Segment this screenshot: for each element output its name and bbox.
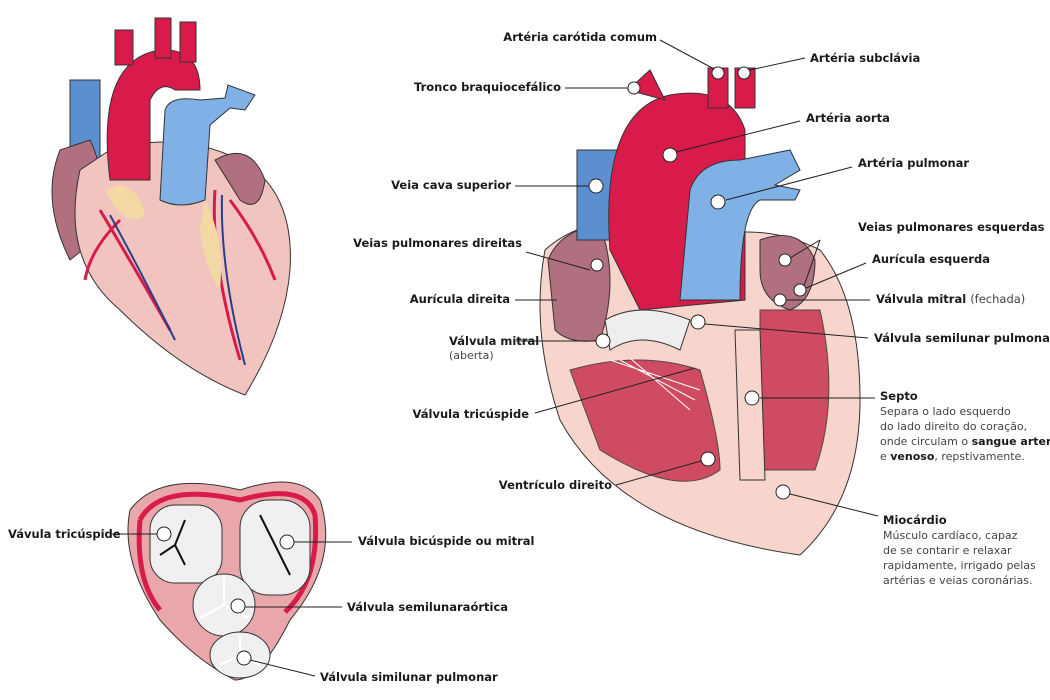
septum-desc-line: do lado direito do coração, [880, 420, 1028, 433]
septum-desc-text: onde circulam o [880, 435, 972, 448]
label-myocardium: Miocárdio [883, 513, 947, 527]
septum-desc-bold: sangue arterial [971, 435, 1050, 448]
mitral-closed-note: (fechada) [970, 292, 1026, 306]
external-heart [51, 17, 291, 396]
label-tricuspid: Válvula tricúspide [412, 407, 529, 421]
myocardium-desc-line: de se contarir e relaxar [883, 544, 1012, 557]
septum-desc-text: , repstivamente. [934, 450, 1025, 463]
label-brachiocephalic: Tronco braquiocefálico [414, 80, 561, 94]
label-bottom-tricuspid: Vávula tricúspide [8, 527, 121, 541]
myocardium-desc-line: rapidamente, irrigado pelas [883, 559, 1036, 572]
label-pulmonary-artery: Artéria pulmonar [858, 156, 970, 170]
myocardium-desc-line: artérias e veias coronárias. [883, 574, 1033, 587]
label-left-auricle: Aurícula esquerda [872, 252, 990, 266]
label-right-auricle: Aurícula direita [409, 292, 510, 306]
leader-lines [110, 39, 879, 677]
septum-desc-bold: venoso [890, 450, 935, 463]
label-carotid: Artéria carótida comum [503, 30, 657, 44]
mitral-closed-name: Válvula mitral [876, 292, 967, 306]
label-right-ventricle: Ventrículo direito [498, 478, 612, 492]
septum-description: Separa o lado esquerdo do lado direito d… [880, 404, 1050, 464]
label-aorta: Artéria aorta [806, 111, 890, 125]
label-subclavian: Artéria subclávia [810, 51, 921, 65]
label-septum: Septo [880, 389, 918, 403]
label-bottom-aortic: Válvula semilunaraórtica [347, 600, 509, 614]
label-mitral-closed: Válvula mitral (fechada) [876, 292, 1025, 306]
myocardium-desc-line: Músculo cardíaco, capaz [883, 529, 1018, 542]
septum-desc-text: e [880, 450, 891, 463]
label-bottom-mitral: Válvula bicúspide ou mitral [358, 534, 535, 548]
myocardium-description: Músculo cardíaco, capaz de se contarir e… [883, 528, 1036, 588]
label-pulmonary-semilunar: Válvula semilunar pulmonar [874, 331, 1050, 345]
valve-cross-section [127, 481, 327, 681]
label-right-pulmonary-veins: Veias pulmonares direitas [353, 236, 522, 250]
label-superior-vena-cava: Veia cava superior [391, 178, 511, 192]
label-mitral-open-note: (aberta) [449, 349, 494, 362]
label-mitral-open: Válvula mitral [449, 334, 540, 348]
label-bottom-pulmonary: Válvula similunar pulmonar [320, 670, 498, 684]
label-left-pulmonary-veins: Veias pulmonares esquerdas [858, 220, 1045, 234]
septum-desc-line: Separa o lado esquerdo [880, 405, 1011, 418]
